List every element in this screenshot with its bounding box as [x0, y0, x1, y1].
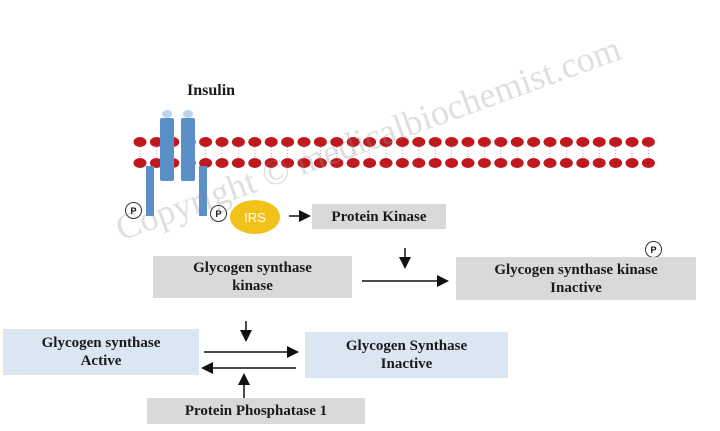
gsk-inactive-box: Glycogen synthase kinase Inactive [456, 257, 696, 300]
gsk-label-line2: kinase [232, 278, 273, 294]
gsk-label-line1: Glycogen synthase [193, 260, 312, 276]
lipid-head [494, 137, 508, 147]
lipid-head [559, 158, 573, 168]
lipid-head [641, 137, 655, 147]
lipid-head [412, 137, 426, 147]
gsk-inactive-label-line1: Glycogen synthase kinase [494, 261, 658, 278]
lipid-head [625, 158, 639, 168]
lipid-head [576, 137, 590, 147]
lipid-head [609, 137, 623, 147]
glycogen-synthase-inactive-box: Glycogen Synthase Inactive [305, 332, 508, 378]
lipid-head [297, 137, 311, 147]
insulin-receptor [146, 110, 207, 216]
pp1-label: Protein Phosphatase 1 [184, 403, 328, 419]
lipid-head [264, 158, 278, 168]
lipid-head [592, 158, 606, 168]
lipid-head [477, 158, 491, 168]
lipid-head [231, 137, 245, 147]
protein-kinase-box: Protein Kinase [312, 204, 446, 229]
gs-inactive-label-line2: Inactive [380, 356, 433, 372]
lipid-head [477, 137, 491, 147]
lipid-head [625, 137, 639, 147]
lipid-head [133, 158, 147, 168]
lipid-head [461, 158, 475, 168]
lipid-head [543, 137, 557, 147]
receptor-alpha-left [160, 118, 174, 181]
irs-label: IRS [244, 209, 266, 225]
lipid-head [149, 137, 163, 147]
lipid-head [231, 158, 245, 168]
lipid-head [428, 158, 442, 168]
glycogen-synthase-active-box: Glycogen synthase Active [3, 329, 199, 375]
lipid-head [543, 158, 557, 168]
lipid-head [363, 137, 377, 147]
lipid-head [248, 137, 262, 147]
lipid-head [346, 137, 360, 147]
lipid-head [428, 137, 442, 147]
lipid-head [133, 137, 147, 147]
lipid-head [641, 158, 655, 168]
protein-phosphatase-1-box: Protein Phosphatase 1 [147, 398, 365, 424]
lipid-head [592, 137, 606, 147]
lipid-head [363, 158, 377, 168]
lipid-head [395, 137, 409, 147]
phosphate-right-icon: P [210, 205, 227, 222]
lipid-head [445, 158, 459, 168]
lipid-head [281, 137, 295, 147]
lipid-head [510, 137, 524, 147]
lipid-head [609, 158, 623, 168]
lipid-head [346, 158, 360, 168]
insulin-molecule-left [162, 110, 172, 118]
insulin-molecule-right [183, 110, 193, 118]
lipid-head [412, 158, 426, 168]
lipid-head [445, 137, 459, 147]
receptor-beta-left [146, 166, 154, 216]
lipid-head [215, 137, 229, 147]
lipid-head [330, 158, 344, 168]
phosphate-left-icon: P [125, 202, 142, 219]
gs-inactive-label-line1: Glycogen Synthase [345, 338, 468, 354]
lipid-head [494, 158, 508, 168]
lipid-head [248, 158, 262, 168]
lipid-head [199, 137, 213, 147]
lipid-head [281, 158, 295, 168]
lipid-head [264, 137, 278, 147]
lipid-head [461, 137, 475, 147]
receptor-alpha-right [181, 118, 195, 181]
irs-node [230, 200, 280, 234]
lipid-head [215, 158, 229, 168]
receptor-beta-right [199, 166, 207, 216]
lipid-head [297, 158, 311, 168]
gsk-inactive-label-line2: Inactive [550, 279, 602, 296]
lipid-head [379, 158, 393, 168]
lipid-head [330, 137, 344, 147]
lipid-head [527, 137, 541, 147]
lipid-head [379, 137, 393, 147]
lipid-head [395, 158, 409, 168]
lipid-head [313, 158, 327, 168]
lipid-head [510, 158, 524, 168]
phosphate-gsk-icon: P [645, 241, 662, 258]
lipid-head [559, 137, 573, 147]
protein-kinase-label: Protein Kinase [331, 208, 427, 225]
lipid-head [149, 158, 163, 168]
lipid-head [527, 158, 541, 168]
lipid-head [199, 158, 213, 168]
cell-membrane [133, 137, 655, 168]
gs-active-label-line2: Active [80, 353, 122, 369]
glycogen-synthase-kinase-box: Glycogen synthase kinase [153, 256, 352, 298]
lipid-head [576, 158, 590, 168]
gs-active-label-line1: Glycogen synthase [41, 335, 161, 351]
insulin-label: Insulin [187, 82, 236, 99]
lipid-head [313, 137, 327, 147]
